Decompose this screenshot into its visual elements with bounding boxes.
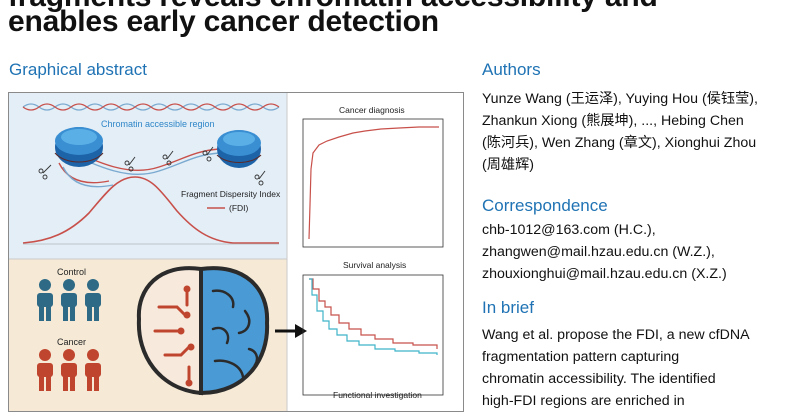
scissors-icon <box>38 146 266 186</box>
cancer-people-icon <box>37 349 101 391</box>
graphical-abstract-heading: Graphical abstract <box>9 60 147 79</box>
in-brief-line: fragmentation pattern capturing <box>482 349 680 365</box>
correspondence-email[interactable]: zhangwen@mail.hzau.edu.cn (W.Z.), <box>482 244 715 260</box>
in-brief-heading: In brief <box>482 298 534 317</box>
control-label: Control <box>57 267 86 277</box>
survival-plot-frame <box>302 274 444 396</box>
authors-list: Yunze Wang (王运泽), Yuying Hou (侯钰莹), Zhan… <box>482 88 758 176</box>
authors-line: (周雄辉) <box>482 157 535 173</box>
results-panel-background <box>287 93 463 411</box>
paper-title-line-1: fragments reveals chromatin accessibilit… <box>8 0 658 14</box>
in-brief-line: Wang et al. propose the FDI, a new cfDNA <box>482 327 750 343</box>
diagnosis-roc-curve <box>308 126 439 240</box>
correspondence-list: chb-1012@163.com (H.C.), zhangwen@mail.h… <box>482 219 727 285</box>
authors-line: Zhankun Xiong (熊展坤), ..., Hebing Chen <box>482 113 744 129</box>
in-brief-line: high-FDI regions are enriched in <box>482 393 685 409</box>
fdi-label-line-2: (FDI) <box>229 203 249 213</box>
survival-curve-cyan <box>309 278 438 355</box>
cancer-label: Cancer <box>57 337 86 347</box>
authors-heading: Authors <box>482 60 541 79</box>
right-arrow-icon <box>275 324 307 338</box>
diagnosis-plot-frame <box>302 118 444 248</box>
authors-line: (陈河兵), Wen Zhang (章文), Xionghui Zhou <box>482 135 757 151</box>
chromatin-panel-background <box>9 93 287 259</box>
fdi-label-line-1: Fragment Dispersity Index <box>181 189 281 199</box>
brain-ai-icon <box>136 266 270 396</box>
nucleosome-right-icon <box>216 130 262 168</box>
functional-investigation-title: Functional investigation <box>333 390 422 400</box>
survival-analysis-title: Survival analysis <box>343 260 406 270</box>
dna-helix-top <box>22 103 280 111</box>
paper-title-line-2: enables early cancer detection <box>8 5 439 38</box>
nucleosome-left-icon <box>54 127 104 167</box>
in-brief-line: chromatin accessibility. The identified <box>482 371 716 387</box>
control-people-icon <box>37 279 101 321</box>
correspondence-email[interactable]: chb-1012@163.com (H.C.), <box>482 222 656 238</box>
cancer-diagnosis-title: Cancer diagnosis <box>339 105 405 115</box>
graphical-abstract-figure: Chromatin accessible region <box>8 92 464 412</box>
correspondence-heading: Correspondence <box>482 196 608 215</box>
authors-line: Yunze Wang (王运泽), Yuying Hou (侯钰莹), <box>482 91 758 107</box>
correspondence-email[interactable]: zhouxionghui@mail.hzau.edu.cn (X.Z.) <box>482 266 727 282</box>
chromatin-accessible-label: Chromatin accessible region <box>101 119 215 129</box>
in-brief-text: Wang et al. propose the FDI, a new cfDNA… <box>482 324 750 412</box>
survival-curve-red <box>309 278 438 349</box>
fdi-curve <box>22 176 279 244</box>
